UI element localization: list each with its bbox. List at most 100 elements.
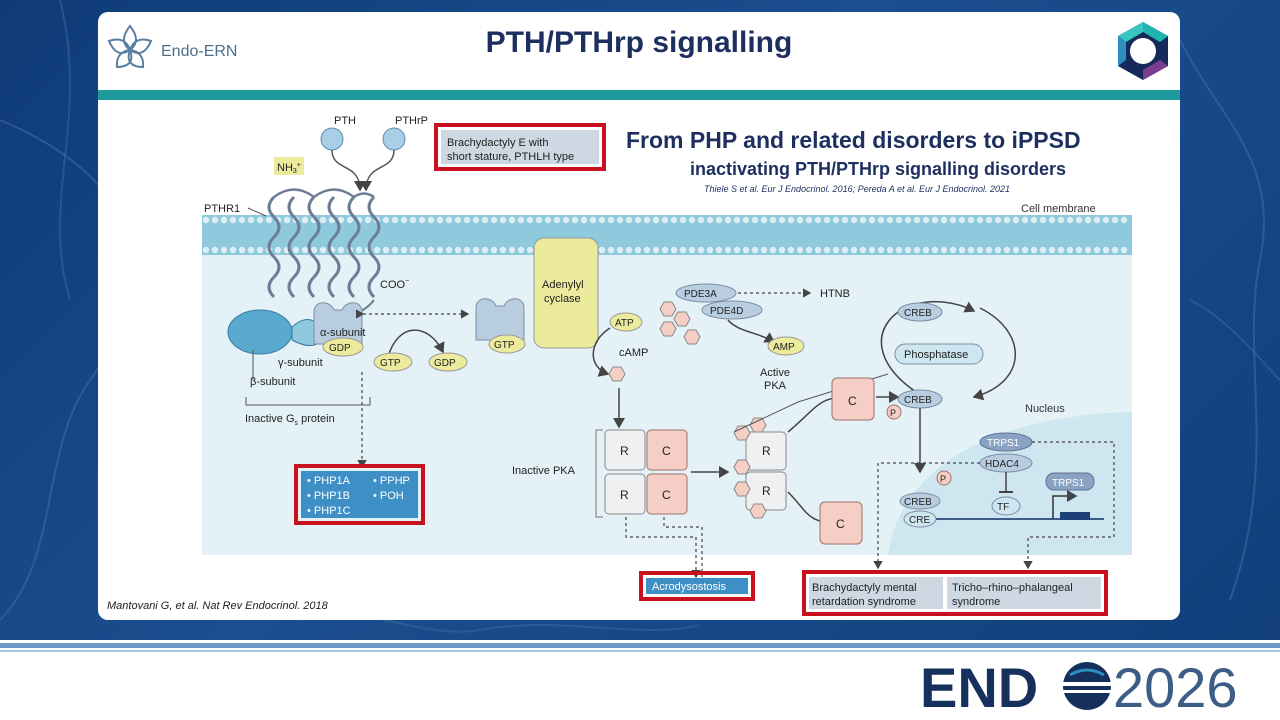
disorder-box-acrodysostosis: Acrodysostosis: [639, 571, 755, 601]
lipid-head: [796, 246, 804, 254]
lipid-head: [1030, 246, 1038, 254]
lipid-head: [778, 246, 786, 254]
atp-node: [609, 312, 643, 332]
pka-r-label: R: [762, 444, 771, 458]
lipid-head: [472, 246, 480, 254]
lipid-head: [760, 246, 768, 254]
pka-r-label: R: [620, 444, 629, 458]
lipid-head: [256, 246, 264, 254]
creb-label: CREB: [904, 308, 932, 319]
org-name: Endo-ERN: [161, 43, 238, 60]
lipid-head: [679, 216, 687, 224]
receptor-label: PTHR1: [204, 203, 240, 215]
trps1-to-syndrome-arrow: [1023, 441, 1115, 570]
lipid-head: [787, 246, 795, 254]
pde3a-label: PDE3A: [684, 289, 717, 300]
alpha-subunit-label: α-subunit: [320, 327, 366, 339]
lipid-head: [994, 246, 1002, 254]
creb-cycle-arrow: [880, 301, 976, 393]
lipid-head: [1048, 246, 1056, 254]
atp-label: ATP: [615, 318, 634, 329]
camp-label: cAMP: [619, 347, 648, 359]
trps1-gene-node: [1045, 472, 1095, 491]
pde3a-node: [675, 283, 737, 303]
gtp-label: GTP: [494, 340, 515, 351]
camp-hexagon: [608, 366, 626, 382]
lipid-head: [301, 246, 309, 254]
lipid-head: [841, 216, 849, 224]
phosphatase-label: Phosphatase: [904, 349, 968, 361]
lipid-head: [202, 216, 210, 224]
lipid-head: [229, 216, 237, 224]
lipid-head: [526, 246, 534, 254]
lipid-head: [625, 216, 633, 224]
beta-subunit-label: β-subunit: [250, 376, 295, 388]
lipid-head: [274, 246, 282, 254]
slide-title: PTH/PTHrp signalling: [485, 26, 793, 59]
lipid-head: [571, 216, 579, 224]
lipid-head: [769, 246, 777, 254]
lipid-head: [1057, 216, 1065, 224]
lipid-head: [589, 216, 597, 224]
lipid-head: [769, 216, 777, 224]
lipid-head: [238, 246, 246, 254]
free-pka-catalytic: [819, 501, 863, 545]
pka-regulatory-camp: [733, 417, 787, 519]
creb-node: [899, 492, 941, 510]
title-underline-bar: [98, 90, 1180, 100]
footer-rule: [0, 643, 1280, 648]
ligand-binding-arrow: [331, 149, 366, 192]
lipid-head: [922, 216, 930, 224]
atp-to-camp-arrow: [592, 327, 611, 377]
lipid-head: [598, 216, 606, 224]
lipid-head: [409, 246, 417, 254]
lipid-head: [904, 246, 912, 254]
lipid-head: [526, 216, 534, 224]
lipid-head: [1012, 246, 1020, 254]
lipid-head: [436, 216, 444, 224]
trps1-protein-label: TRPS1: [987, 438, 1020, 449]
pka-r-label: R: [762, 484, 771, 498]
creb-label: CREB: [904, 395, 932, 406]
lipid-head: [967, 246, 975, 254]
lipid-head: [859, 216, 867, 224]
lipid-head: [976, 216, 984, 224]
pth-signalling-diagram: Cell membrane Nucleus PTH PTHrP NH3+ PTH…: [202, 115, 1132, 616]
lipid-head: [1084, 216, 1092, 224]
phospho-label: P: [890, 408, 896, 418]
creb-label: CREB: [904, 497, 932, 508]
lipid-head: [679, 246, 687, 254]
lipid-head: [1111, 216, 1119, 224]
lipid-head: [715, 246, 723, 254]
active-gs-alpha: [475, 298, 525, 341]
lipid-head: [859, 246, 867, 254]
lipid-head: [418, 216, 426, 224]
lipid-head: [994, 216, 1002, 224]
lipid-head: [1048, 216, 1056, 224]
lipid-head: [220, 216, 228, 224]
lipid-head: [967, 216, 975, 224]
lipid-head: [1066, 246, 1074, 254]
background-pattern: [0, 0, 1280, 633]
lipid-head: [1111, 246, 1119, 254]
lipid-head: [850, 246, 858, 254]
lipid-head: [1057, 246, 1065, 254]
lipid-head: [265, 216, 273, 224]
footer-rule-thin: [0, 650, 1280, 652]
endo-2026-logo: END 2026: [920, 656, 1238, 715]
lipid-head: [958, 216, 966, 224]
lipid-head: [1084, 246, 1092, 254]
lipid-head: [697, 246, 705, 254]
gdp-gtp-exchange-arrow: [387, 329, 445, 358]
lipid-head: [1075, 216, 1083, 224]
lipid-head: [382, 216, 390, 224]
lipid-head: [832, 216, 840, 224]
lipid-head: [292, 246, 300, 254]
lipid-head: [742, 216, 750, 224]
lipid-head: [661, 216, 669, 224]
pka-c-label: C: [662, 488, 671, 502]
lipid-head: [391, 216, 399, 224]
lipid-head: [724, 216, 732, 224]
lipid-head: [1075, 246, 1083, 254]
